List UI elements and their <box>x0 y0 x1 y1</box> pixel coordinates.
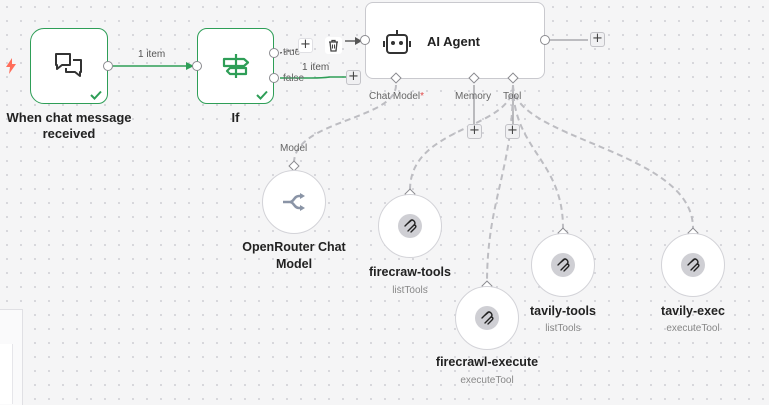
chat-model-port-label: Chat Model* <box>369 91 425 102</box>
trigger-node-label: When chat message received <box>6 110 132 141</box>
tool-name: tavily-tools <box>530 304 596 318</box>
model-port-label: Model <box>280 143 308 154</box>
openrouter-model-node[interactable] <box>262 170 326 234</box>
memory-port-label: Memory <box>455 91 492 102</box>
arrow-head <box>186 62 194 70</box>
add-tool-button[interactable]: + <box>505 124 520 139</box>
chat-bubbles-icon <box>55 53 82 77</box>
agent-input-handle[interactable] <box>360 35 370 45</box>
connection-tool-firecrawl-execute <box>486 84 514 284</box>
connection-tool-tavily-tools <box>512 84 564 229</box>
tool-name: firecraw-tools <box>369 265 451 279</box>
openrouter-model-label: OpenRouter Chat Model <box>242 240 346 271</box>
mcp-icon <box>687 258 700 272</box>
robot-icon <box>383 30 411 54</box>
add-memory-button[interactable]: + <box>467 124 482 139</box>
ai-agent-node[interactable]: AI Agent <box>365 2 545 79</box>
tavily-tools-node[interactable] <box>531 233 595 297</box>
connection-if-true-hover[interactable] <box>279 48 299 54</box>
mcp-icon <box>481 311 494 325</box>
tool-subtitle: executeTool <box>460 375 514 386</box>
if-input-handle[interactable] <box>192 61 202 71</box>
firecrawl-execute-node[interactable] <box>455 286 519 350</box>
connection-if-false-agent[interactable] <box>280 76 346 79</box>
if-false-label: false <box>283 73 305 84</box>
tool-port-label: Tool <box>503 91 522 102</box>
connection-tool-firecraw-tools <box>409 84 514 191</box>
if-true-label: true <box>283 47 301 58</box>
edge-item-count: 1 item <box>302 62 330 73</box>
connection-tool-tavily-exec <box>512 84 694 229</box>
tavily-exec-node[interactable] <box>661 233 725 297</box>
check-icon <box>256 90 268 100</box>
agent-output-handle[interactable] <box>540 35 550 45</box>
if-node[interactable] <box>197 28 274 104</box>
delete-connection-button[interactable] <box>325 37 342 54</box>
side-panel-inner <box>0 344 13 404</box>
arrow-head <box>355 37 362 45</box>
if-false-handle[interactable] <box>269 73 279 83</box>
add-node-button[interactable]: + <box>590 32 605 47</box>
add-node-button[interactable]: + <box>346 70 361 85</box>
openrouter-icon <box>283 193 305 211</box>
mcp-icon <box>557 258 570 272</box>
tool-subtitle: executeTool <box>666 323 720 334</box>
signpost-icon <box>222 54 249 78</box>
check-icon <box>90 90 102 100</box>
if-node-label: If <box>231 110 240 125</box>
tool-subtitle: listTools <box>545 323 581 334</box>
trigger-output-handle[interactable] <box>103 61 113 71</box>
connection-chat-model <box>293 84 397 164</box>
tool-name: firecrawl-execute <box>435 355 539 369</box>
tool-name: tavily-exec <box>661 304 725 318</box>
tool-subtitle: listTools <box>392 285 428 296</box>
edge-item-count: 1 item <box>138 49 166 60</box>
add-node-button[interactable]: + <box>298 38 313 53</box>
firecraw-tools-node[interactable] <box>378 194 442 258</box>
chat-trigger-node[interactable] <box>30 28 108 104</box>
trash-icon <box>329 39 338 52</box>
mcp-icon <box>404 219 417 233</box>
lightning-icon <box>6 58 16 74</box>
agent-title: AI Agent <box>427 34 480 49</box>
if-true-handle[interactable] <box>269 48 279 58</box>
